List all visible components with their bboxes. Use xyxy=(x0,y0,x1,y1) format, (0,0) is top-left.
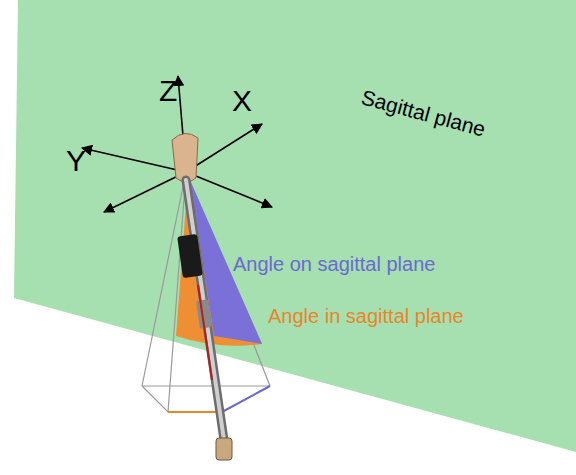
projection-line xyxy=(168,411,222,413)
angle-label: Angle on sagittal plane xyxy=(233,254,435,274)
sagittal-plane xyxy=(14,0,576,452)
axis-label: Y xyxy=(66,146,86,176)
axes xyxy=(82,76,272,212)
axis-label: Z xyxy=(159,76,177,106)
angle-label: Angle in sagittal plane xyxy=(268,306,464,326)
axis-label: X xyxy=(232,86,252,116)
projection-line xyxy=(222,386,270,412)
prosthetic-leg xyxy=(172,133,232,460)
